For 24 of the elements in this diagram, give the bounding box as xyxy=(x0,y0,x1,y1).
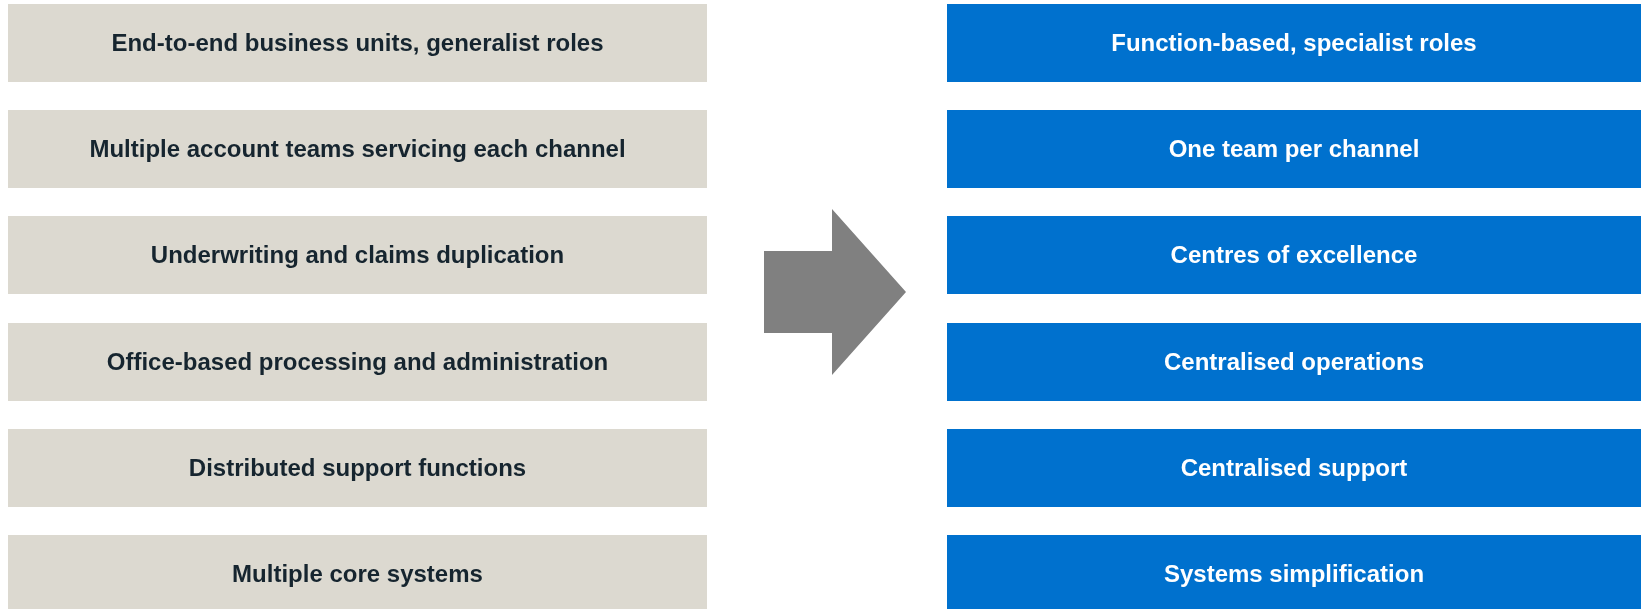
box-label: Multiple account teams servicing each channel xyxy=(89,135,626,164)
box-label: One team per channel xyxy=(1168,135,1420,164)
future-state-box xyxy=(947,322,1641,401)
box-label: Centralised operations xyxy=(1163,347,1425,376)
box-label: Centres of excellence xyxy=(1170,241,1418,270)
current-state-box xyxy=(8,110,707,189)
current-state-box xyxy=(8,216,707,295)
box-label: Multiple core systems xyxy=(232,560,483,588)
current-state-box xyxy=(8,535,707,609)
box-label: Function-based, specialist roles xyxy=(1111,29,1477,57)
current-state-box xyxy=(8,428,707,507)
future-state-box xyxy=(947,535,1641,609)
box-label: End-to-end business units, generalist roles xyxy=(111,29,604,57)
box-label: Distributed support functions xyxy=(188,453,527,482)
box-label: Centralised support xyxy=(1180,453,1408,482)
future-state-box xyxy=(947,110,1641,189)
box-label: Systems simplification xyxy=(1163,560,1425,588)
box-label: Underwriting and claims duplication xyxy=(150,241,565,270)
future-state-box xyxy=(947,4,1641,82)
future-state-box xyxy=(947,428,1641,507)
current-state-box xyxy=(8,4,707,82)
box-label: Office-based processing and administration xyxy=(106,347,609,376)
current-state-box xyxy=(8,322,707,401)
future-state-box xyxy=(947,216,1641,295)
